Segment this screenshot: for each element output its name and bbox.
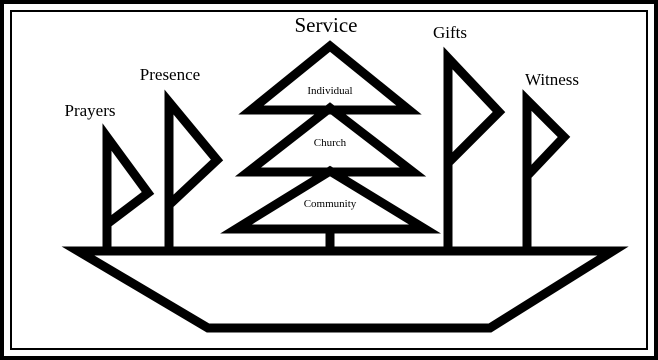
presence-flag <box>164 89 224 216</box>
tier-label-community: Community <box>304 198 357 210</box>
service-tier-individual <box>238 40 422 115</box>
label-witness: Witness <box>525 70 579 89</box>
boat-hull <box>61 246 629 333</box>
label-gifts: Gifts <box>433 23 467 42</box>
label-presence: Presence <box>140 65 200 84</box>
service-tier-church <box>234 102 427 177</box>
witness-flag <box>522 89 571 188</box>
tier-label-individual: Individual <box>307 85 352 97</box>
label-service: Service <box>295 13 358 37</box>
inner-frame <box>10 10 648 350</box>
gifts-flag <box>443 46 506 174</box>
label-prayers: Prayers <box>65 101 116 120</box>
tier-label-church: Church <box>314 137 347 149</box>
prayers-flag <box>102 123 155 234</box>
service-tier-community <box>220 165 442 234</box>
